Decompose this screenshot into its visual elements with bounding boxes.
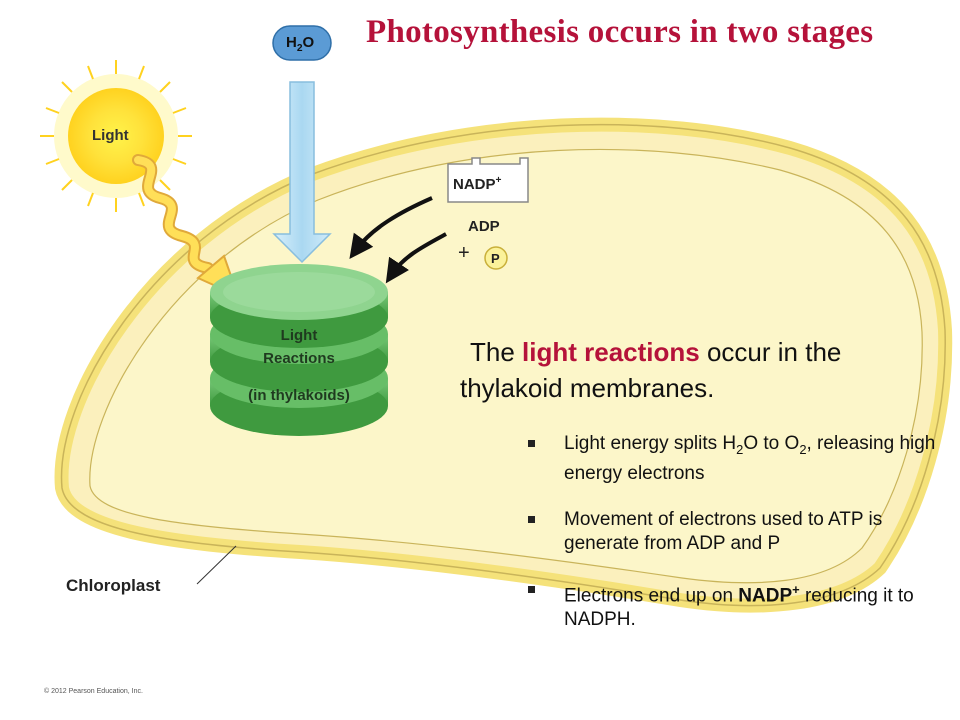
bullet-item-1: Light energy splits H2O to O2, releasing… xyxy=(524,432,944,486)
bullet-square-icon xyxy=(528,515,535,523)
main-statement: The light reactions occur in the thylako… xyxy=(460,337,842,403)
adp-label: ADP xyxy=(468,218,500,235)
stack-label-line2: Reactions xyxy=(263,350,335,367)
bullet-item-2: Movement of electrons used to ATP is gen… xyxy=(524,508,944,556)
phosphate-label: P xyxy=(491,251,500,266)
bullet-square-icon xyxy=(528,585,535,593)
copyright-notice: © 2012 Pearson Education, Inc. xyxy=(44,688,143,695)
highlight-light-reactions: light reactions xyxy=(522,337,700,367)
stack-label-line3: (in thylakoids) xyxy=(248,387,350,404)
water-arrow-icon xyxy=(272,81,332,264)
chloroplast-label: Chloroplast xyxy=(66,576,161,595)
thylakoid-stack xyxy=(210,264,388,436)
page-title: Photosynthesis occurs in two stages xyxy=(366,14,874,50)
water-label: H2O xyxy=(286,34,315,54)
nadp-box xyxy=(447,157,529,203)
phosphate-circle xyxy=(484,246,508,270)
chloroplast-pointer-line xyxy=(196,545,237,585)
curved-arrow-icon xyxy=(385,232,447,284)
nadp-label: NADP+ xyxy=(453,175,502,193)
plus-sign: + xyxy=(458,242,470,264)
bullet-square-icon xyxy=(528,440,535,447)
curved-arrow-icon xyxy=(349,196,433,260)
stack-label-line1: Light xyxy=(280,327,318,344)
light-label: Light xyxy=(92,127,129,144)
water-badge xyxy=(272,25,332,61)
bullet-item-3: Electrons end up on NADP+ reducing it to… xyxy=(524,578,944,632)
bullet-list: Light energy splits H2O to O2, releasing… xyxy=(524,432,944,654)
